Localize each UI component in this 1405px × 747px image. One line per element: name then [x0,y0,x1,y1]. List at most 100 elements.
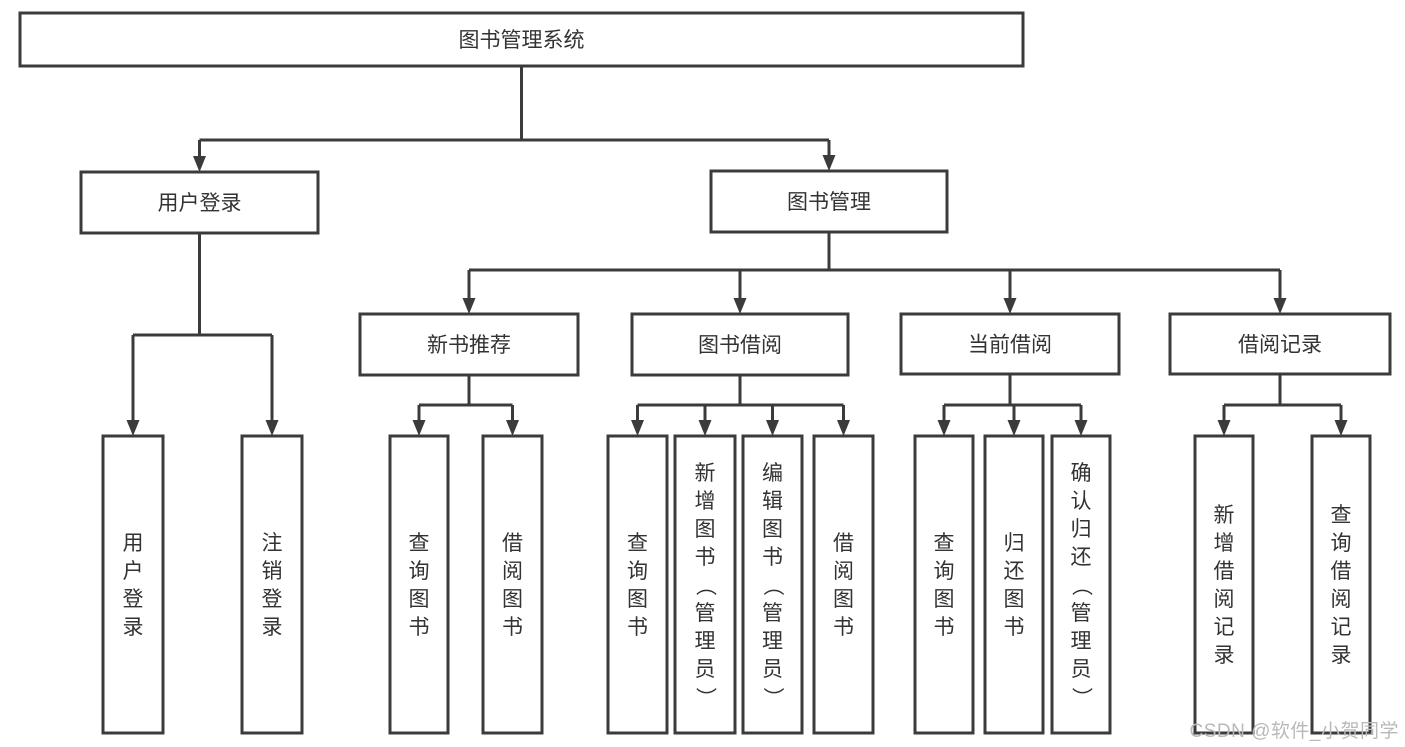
node-book-borrow[interactable]: 图书借阅 [630,312,850,377]
svg-text:图: 图 [1004,588,1025,611]
svg-text:书: 书 [833,616,854,639]
svg-text:录: 录 [123,616,144,639]
node-leaf-logout-box[interactable] [240,434,304,735]
node-user-login[interactable]: 用户登录 [79,170,320,235]
node-book-manage-box[interactable] [709,169,949,234]
svg-text:录: 录 [1331,644,1352,667]
node-new-book-recommend[interactable]: 新书推荐 [358,312,580,377]
svg-text:图: 图 [934,588,955,611]
node-root-box[interactable] [18,11,1025,68]
svg-text:销: 销 [262,560,283,583]
node-book-manage[interactable]: 图书管理 [709,169,949,234]
arrow-head-icon [766,420,779,436]
svg-text:询: 询 [1331,532,1352,555]
node-leaf-add-borrow-record-box[interactable] [1193,434,1255,735]
arrow-head-icon [126,420,140,436]
svg-text:辑: 辑 [762,490,783,513]
svg-text:理: 理 [695,630,716,653]
svg-text:书: 书 [762,546,783,569]
svg-text:书: 书 [409,616,430,639]
node-leaf-user-login-box[interactable] [101,434,165,735]
svg-text:阅: 阅 [1214,588,1235,611]
arrow-head-icon [822,155,836,171]
svg-text:员: 员 [695,658,716,681]
node-book-borrow-box[interactable] [630,312,850,377]
svg-text:确: 确 [1071,462,1092,485]
node-leaf-query-book-2-box[interactable] [606,434,669,735]
svg-text:借: 借 [502,532,523,555]
svg-text:图: 图 [695,518,716,541]
connector-group-book-borrow [631,375,850,436]
node-leaf-add-book-admin-box[interactable] [673,434,737,735]
node-leaf-user-login-label: 用户登录 [123,532,144,639]
svg-text:归: 归 [1004,532,1025,555]
node-leaf-return-book-box[interactable] [983,434,1045,735]
svg-text:记: 记 [1331,616,1352,639]
svg-text:新: 新 [695,462,716,485]
svg-text:图: 图 [502,588,523,611]
node-current-borrow[interactable]: 当前借阅 [899,312,1121,376]
svg-text:书: 书 [627,616,648,639]
svg-text:借: 借 [1331,560,1352,583]
arrow-head-icon [506,420,519,436]
svg-text:借: 借 [833,532,854,555]
node-book-borrow-label: 图书借阅 [698,334,782,357]
node-leaf-borrow-book-2-box[interactable] [812,434,875,735]
arrow-head-icon [698,420,712,436]
svg-text:记: 记 [1214,616,1235,639]
svg-text:借: 借 [1214,560,1235,583]
node-root[interactable]: 图书管理系统 [18,11,1025,68]
svg-text:理: 理 [762,630,783,653]
svg-text:书: 书 [1004,616,1025,639]
svg-text:管: 管 [1071,602,1092,625]
node-borrow-record-box[interactable] [1168,312,1392,376]
svg-text:询: 询 [627,560,648,583]
connector-group-root [193,66,836,172]
svg-text:图: 图 [762,518,783,541]
node-leaf-query-borrow-record-box[interactable] [1310,434,1372,735]
svg-text:用: 用 [123,532,144,555]
node-leaf-user-login[interactable]: 用户登录 [101,434,165,735]
arrow-head-icon [462,298,476,314]
svg-text:还: 还 [1071,546,1092,569]
svg-text:（: （ [694,575,717,596]
svg-text:询: 询 [934,560,955,583]
node-new-book-recommend-box[interactable] [358,312,580,377]
svg-text:查: 查 [1331,504,1352,527]
connector-group-user-login [126,233,279,436]
node-borrow-record[interactable]: 借阅记录 [1168,312,1392,376]
svg-text:登: 登 [123,588,144,611]
svg-text:管: 管 [762,602,783,625]
svg-text:阅: 阅 [833,560,854,583]
svg-text:新: 新 [1214,504,1235,527]
node-leaf-borrow-book-1-box[interactable] [481,434,544,735]
connector-group-current-borrow [937,374,1088,436]
node-current-borrow-box[interactable] [899,312,1121,376]
svg-text:查: 查 [409,532,430,555]
node-leaf-query-book-1-box[interactable] [388,434,450,735]
node-leaf-edit-book-admin-box[interactable] [741,434,804,735]
connector-group-book-manage [462,232,1287,314]
arrow-head-icon [1074,420,1088,436]
svg-text:（: （ [761,575,784,596]
node-leaf-query-book-3-box[interactable] [913,434,975,735]
arrow-head-icon [412,420,426,436]
node-leaf-confirm-return-admin-box[interactable] [1050,434,1112,735]
node-user-login-box[interactable] [79,170,320,235]
